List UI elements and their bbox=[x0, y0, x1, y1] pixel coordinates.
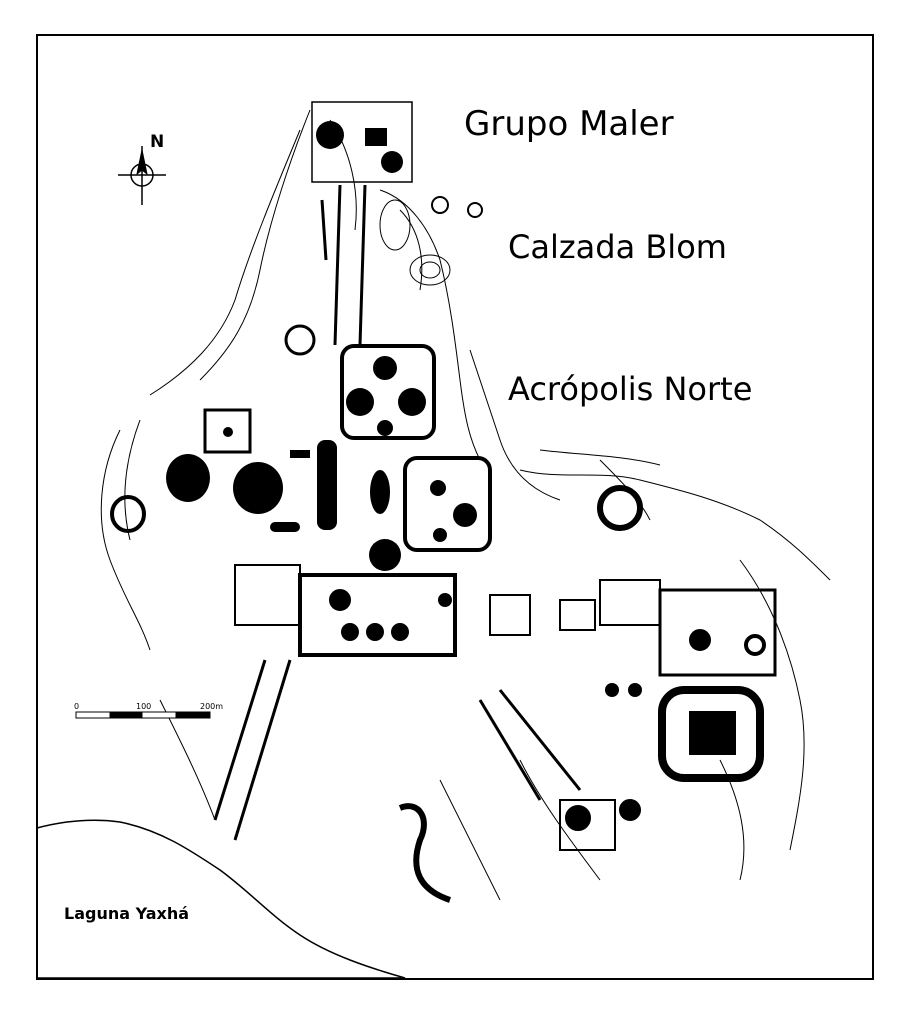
map-frame bbox=[36, 34, 874, 980]
contour-lines bbox=[100, 109, 831, 901]
scale-tick-100: 100 bbox=[136, 702, 152, 711]
acropolis-norte-structures bbox=[284, 324, 436, 440]
scale-bar bbox=[75, 711, 211, 719]
grupo-maler-structures bbox=[311, 101, 483, 218]
scale-tick-200m: 200m bbox=[200, 702, 224, 711]
scale-tick-0: 0 bbox=[74, 702, 80, 711]
calzada-blom-causeway bbox=[320, 184, 367, 346]
label-grupo-maler: Grupo Maler bbox=[464, 104, 674, 144]
laguna-shoreline bbox=[36, 819, 406, 979]
hill-feature bbox=[398, 803, 452, 903]
north-arrow-letter: N bbox=[150, 132, 165, 152]
north-arrow-icon bbox=[118, 146, 166, 205]
label-laguna-yaxha: Laguna Yaxhá bbox=[64, 904, 190, 923]
label-acropolis-norte: Acrópolis Norte bbox=[508, 370, 753, 408]
southern-causeways bbox=[213, 659, 582, 841]
label-calzada-blom: Calzada Blom bbox=[508, 228, 727, 266]
south-structures bbox=[234, 564, 777, 851]
central-structures bbox=[110, 408, 643, 571]
